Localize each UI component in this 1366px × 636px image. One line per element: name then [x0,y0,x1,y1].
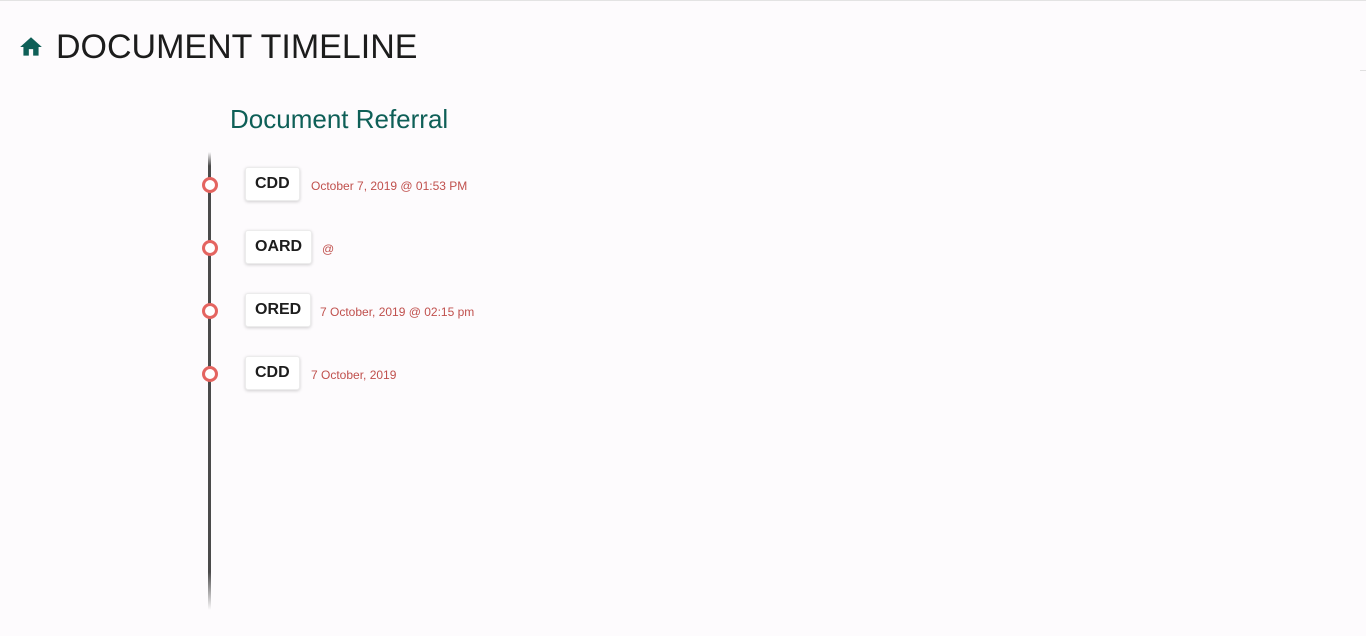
timeline-date: 7 October, 2019 @ 02:15 pm [320,305,475,319]
timeline-item: ORED 7 October, 2019 @ 02:15 pm [0,293,900,329]
section-title: Document Referral [230,104,449,134]
timeline-item: OARD @ [0,230,900,266]
header-edge [1360,70,1366,71]
timeline-date: 7 October, 2019 [311,368,397,382]
timeline-dot [202,303,218,319]
timeline-item: CDD October 7, 2019 @ 01:53 PM [0,167,900,203]
document-code-badge[interactable]: CDD [245,356,300,390]
timeline-dot [202,240,218,256]
page-title: DOCUMENT TIMELINE [56,27,418,66]
timeline-dot [202,366,218,382]
page-header: DOCUMENT TIMELINE [18,27,417,67]
document-code-badge[interactable]: OARD [245,230,313,264]
document-code-badge[interactable]: ORED [245,293,312,327]
timeline-item: CDD 7 October, 2019 [0,356,900,392]
home-icon[interactable] [18,34,44,60]
timeline-dot [202,177,218,193]
document-code-badge[interactable]: CDD [245,167,300,201]
timeline-date: October 7, 2019 @ 01:53 PM [311,179,468,193]
top-divider [0,0,1366,1]
timeline-date: @ [322,242,335,256]
